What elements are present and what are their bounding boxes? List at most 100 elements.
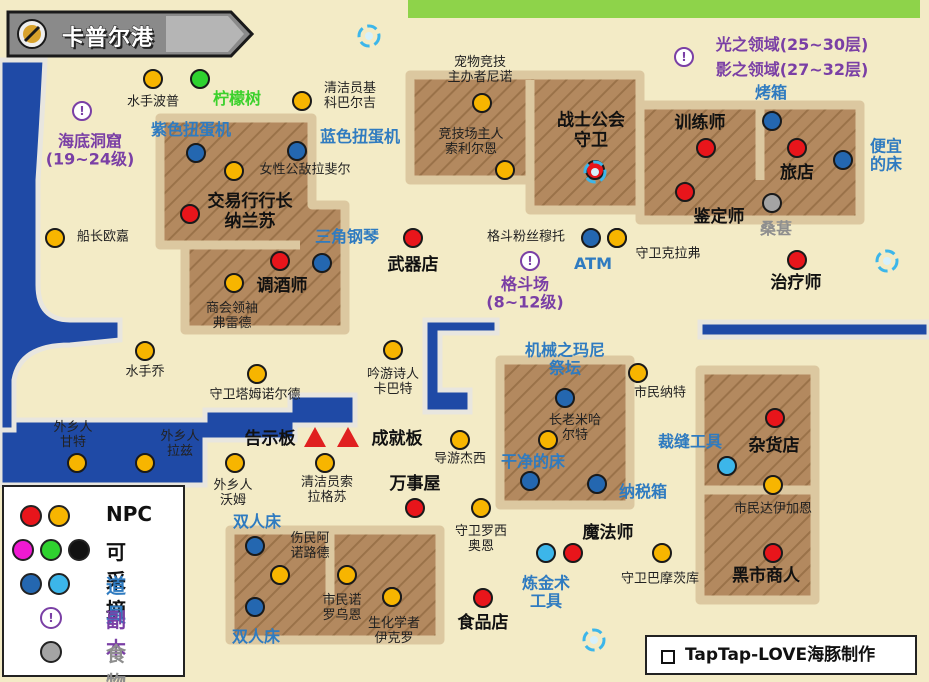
npc-captain-marker[interactable]: [45, 228, 65, 248]
legend-dungeon-label: 副本: [106, 608, 126, 661]
piano-marker[interactable]: [312, 253, 332, 273]
npc-chem-scholar-marker[interactable]: [382, 587, 402, 607]
label-tax-box: 纳税箱: [618, 481, 668, 501]
npc-guide-jessie-marker[interactable]: [450, 430, 470, 450]
label-alchemy-tool: 炼金术 工具: [521, 573, 571, 611]
npc-guard-rose-marker[interactable]: [471, 498, 491, 518]
legend-gather-label: 可采摘: [106, 540, 126, 622]
npc-trade-master-marker[interactable]: [180, 204, 200, 224]
mech-altar-marker[interactable]: [555, 388, 575, 408]
cheap-bed-marker[interactable]: [833, 150, 853, 170]
achievement-board-icon[interactable]: [337, 427, 359, 447]
dungeon-undersea-icon[interactable]: !: [72, 101, 92, 121]
label-tailor-tool: 裁缝工具: [657, 431, 723, 451]
npc-guard-tamu-marker[interactable]: [247, 364, 267, 384]
interior-walls: [185, 80, 815, 600]
mulberry-marker[interactable]: [762, 193, 782, 213]
water: [0, 57, 929, 488]
npc-foreigner-gante-marker[interactable]: [67, 453, 87, 473]
checkbox-icon: [661, 650, 675, 664]
npc-injured-anonu-marker[interactable]: [270, 565, 290, 585]
oven-marker[interactable]: [762, 111, 782, 131]
banner-shape: [6, 10, 255, 58]
label-chem-scholar: 生化学者 伊克罗: [367, 616, 421, 646]
label-magician: 魔法师: [582, 523, 634, 544]
tax-box-marker[interactable]: [587, 474, 607, 494]
label-elder: 长老米哈 尔特: [548, 413, 602, 443]
npc-magician-marker[interactable]: [563, 543, 583, 563]
npc-food-shop-marker[interactable]: [473, 588, 493, 608]
npc-sailor-bopu-marker[interactable]: [143, 69, 163, 89]
npc-merchant-leader-marker[interactable]: [224, 273, 244, 293]
legend-black-dot: [68, 539, 90, 561]
label-female-gm: 女性公敌拉斐尔: [259, 162, 351, 178]
dungeon-arena-icon[interactable]: !: [520, 251, 540, 271]
npc-sailor-qiao-marker[interactable]: [135, 341, 155, 361]
legend-green-dot: [40, 539, 62, 561]
npc-grocery-marker[interactable]: [765, 408, 785, 428]
label-notice-board: 告示板: [244, 429, 296, 450]
npc-arena-master-marker[interactable]: [495, 160, 515, 180]
npc-appraiser-marker[interactable]: [675, 182, 695, 202]
blue-gacha-marker[interactable]: [287, 141, 307, 161]
label-purple-gacha: 紫色扭蛋机: [150, 119, 232, 139]
npc-inn-marker[interactable]: [787, 138, 807, 158]
purple-gacha-marker[interactable]: [186, 143, 206, 163]
npc-trainer-marker[interactable]: [696, 138, 716, 158]
legend-magenta-dot: [12, 539, 34, 561]
npc-bard-marker[interactable]: [383, 340, 403, 360]
npc-female-gm-marker[interactable]: [224, 161, 244, 181]
map-title: 卡普尔港: [61, 26, 155, 52]
npc-healer-marker[interactable]: [787, 250, 807, 270]
label-weapon-shop: 武器店: [387, 255, 439, 276]
label-cleaner-kebarji: 清洁员基 科巴尔吉: [323, 81, 377, 111]
label-bard: 吟游诗人 卡巴特: [366, 367, 420, 397]
npc-cleaner-kebarji-marker[interactable]: [292, 91, 312, 111]
lemon-tree-marker[interactable]: [190, 69, 210, 89]
label-cleaner-lagesu: 清洁员索 拉格苏: [300, 475, 354, 505]
alchemy-tool-marker[interactable]: [536, 543, 556, 563]
clean-bed-marker[interactable]: [520, 471, 540, 491]
label-sailor-bopu: 水手波普: [126, 94, 180, 110]
label-citizen-nuo: 市民诺 罗乌恩: [322, 593, 362, 623]
label-double-bed-2: 双人床: [231, 626, 281, 646]
label-foreigner-gante: 外乡人 甘特: [53, 420, 93, 450]
portal-guild-icon[interactable]: [581, 158, 609, 186]
npc-foreigner-wom-marker[interactable]: [225, 453, 245, 473]
npc-general-store-marker[interactable]: [405, 498, 425, 518]
atm-marker[interactable]: [581, 228, 601, 248]
npc-black-market-marker[interactable]: [763, 543, 783, 563]
label-appraiser: 鉴定师: [693, 207, 745, 228]
label-arena-master: 竞技场主人 索利尔恩: [438, 127, 504, 157]
npc-citizen-nate-marker[interactable]: [628, 363, 648, 383]
double-bed-1-marker[interactable]: [245, 536, 265, 556]
legend-npc-label: NPC: [106, 502, 153, 526]
label-guard-kelafu: 守卫克拉弗: [635, 246, 701, 262]
label-healer: 治疗师: [770, 273, 822, 294]
double-bed-2-marker[interactable]: [245, 597, 265, 617]
label-cheap-bed: 便宜 的床: [869, 136, 903, 174]
npc-citizen-dayijia-marker[interactable]: [763, 475, 783, 495]
npc-guard-bamo-marker[interactable]: [652, 543, 672, 563]
npc-pet-host-marker[interactable]: [472, 93, 492, 113]
label-foreigner-wom: 外乡人 沃姆: [213, 478, 253, 508]
npc-bartender-marker[interactable]: [270, 251, 290, 271]
portal-bottom-icon[interactable]: [580, 626, 608, 654]
portal-top-icon[interactable]: [355, 22, 383, 50]
npc-guard-kelafu-marker[interactable]: [607, 228, 627, 248]
dungeon-domain-icon[interactable]: !: [674, 47, 694, 67]
legend-red-dot: [20, 505, 42, 527]
label-merchant-leader: 商会领袖 弗雷德: [205, 301, 259, 331]
portal-right-icon[interactable]: [873, 247, 901, 275]
npc-foreigner-laz-marker[interactable]: [135, 453, 155, 473]
npc-house-b-marker[interactable]: [337, 565, 357, 585]
label-blue-gacha: 蓝色扭蛋机: [319, 126, 401, 146]
label-mulberry: 桑葚: [759, 218, 793, 238]
npc-cleaner-lagesu-marker[interactable]: [315, 453, 335, 473]
label-atm: ATM: [574, 253, 612, 273]
npc-elder-marker[interactable]: [538, 430, 558, 450]
npc-weapon-shop-marker[interactable]: [403, 228, 423, 248]
notice-board-icon[interactable]: [304, 427, 326, 447]
tailor-tool-marker[interactable]: [717, 456, 737, 476]
